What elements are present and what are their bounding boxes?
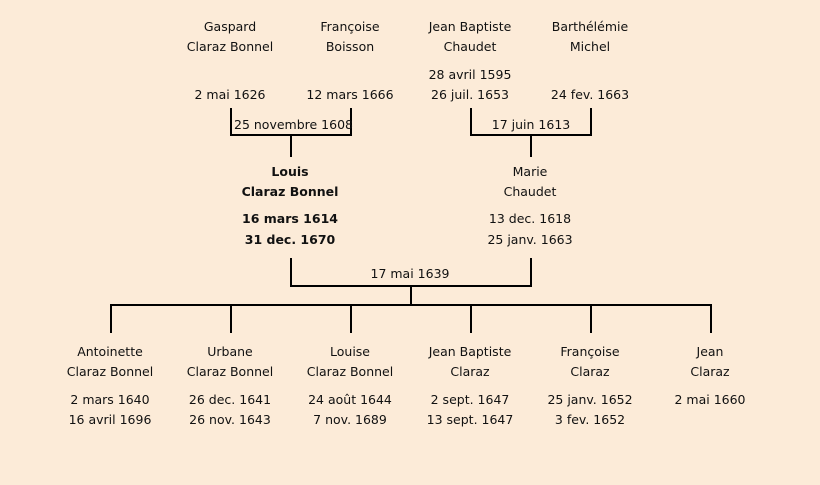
- birth-date: 2 sept. 1647: [430, 392, 510, 407]
- birth-date: 2 mars 1640: [70, 392, 150, 407]
- paternal-marriage-date: 25 novembre 1608: [234, 116, 353, 134]
- paternal-marriage-line: [230, 108, 352, 157]
- maternal-marriage-date: 17 juin 1613: [474, 116, 588, 134]
- first-name: Marie: [512, 164, 548, 179]
- birth-date: 2 mai 1660: [674, 392, 746, 407]
- first-name: Louis: [271, 164, 309, 179]
- first-name: Françoise: [560, 344, 620, 359]
- last-name: Chaudet: [443, 39, 497, 54]
- maternal-marriage-line: [470, 108, 592, 157]
- birth-date: 13 dec. 1618: [488, 211, 572, 226]
- last-name: Boisson: [325, 39, 375, 54]
- first-name: Jean Baptiste: [428, 344, 512, 359]
- last-name: Claraz: [570, 364, 610, 379]
- first-name: Louise: [330, 344, 370, 359]
- last-name: Claraz Bonnel: [186, 364, 274, 379]
- birth-date: 16 mars 1614: [242, 211, 338, 226]
- birth-date: 25 janv. 1652: [547, 392, 633, 407]
- parents-marriage-date: 17 mai 1639: [370, 266, 450, 281]
- last-name: Claraz: [450, 364, 490, 379]
- death-date: 16 avril 1696: [68, 412, 152, 427]
- first-name: Jean Baptiste: [428, 19, 512, 34]
- death-date: 31 dec. 1670: [244, 232, 336, 247]
- death-date: 26 nov. 1643: [189, 412, 271, 427]
- first-name: Antoinette: [77, 344, 143, 359]
- first-name: Gaspard: [203, 19, 257, 34]
- death-date: 13 sept. 1647: [426, 412, 514, 427]
- death-date: 25 janv. 1663: [487, 232, 573, 247]
- birth-date: 28 avril 1595: [428, 67, 512, 82]
- children-line: [110, 304, 712, 333]
- first-name: Urbane: [207, 344, 253, 359]
- last-name: Michel: [569, 39, 611, 54]
- death-date: 26 juil. 1653: [431, 87, 509, 102]
- first-name: Jean: [696, 344, 724, 359]
- last-name: Claraz Bonnel: [241, 184, 339, 199]
- birth-date: 26 dec. 1641: [188, 392, 272, 407]
- death-date: 7 nov. 1689: [313, 412, 387, 427]
- death-date: 2 mai 1626: [194, 87, 266, 102]
- last-name: Claraz Bonnel: [186, 39, 274, 54]
- last-name: Claraz: [690, 364, 730, 379]
- first-name: Françoise: [320, 19, 380, 34]
- birth-date: 24 août 1644: [308, 392, 392, 407]
- first-name: Barthélémie: [551, 19, 629, 34]
- last-name: Claraz Bonnel: [66, 364, 154, 379]
- last-name: Chaudet: [503, 184, 557, 199]
- parents-marriage-line: [290, 258, 532, 305]
- last-name: Claraz Bonnel: [306, 364, 394, 379]
- death-date: 3 fev. 1652: [554, 412, 626, 427]
- death-date: 12 mars 1666: [306, 87, 394, 102]
- death-date: 24 fev. 1663: [550, 87, 630, 102]
